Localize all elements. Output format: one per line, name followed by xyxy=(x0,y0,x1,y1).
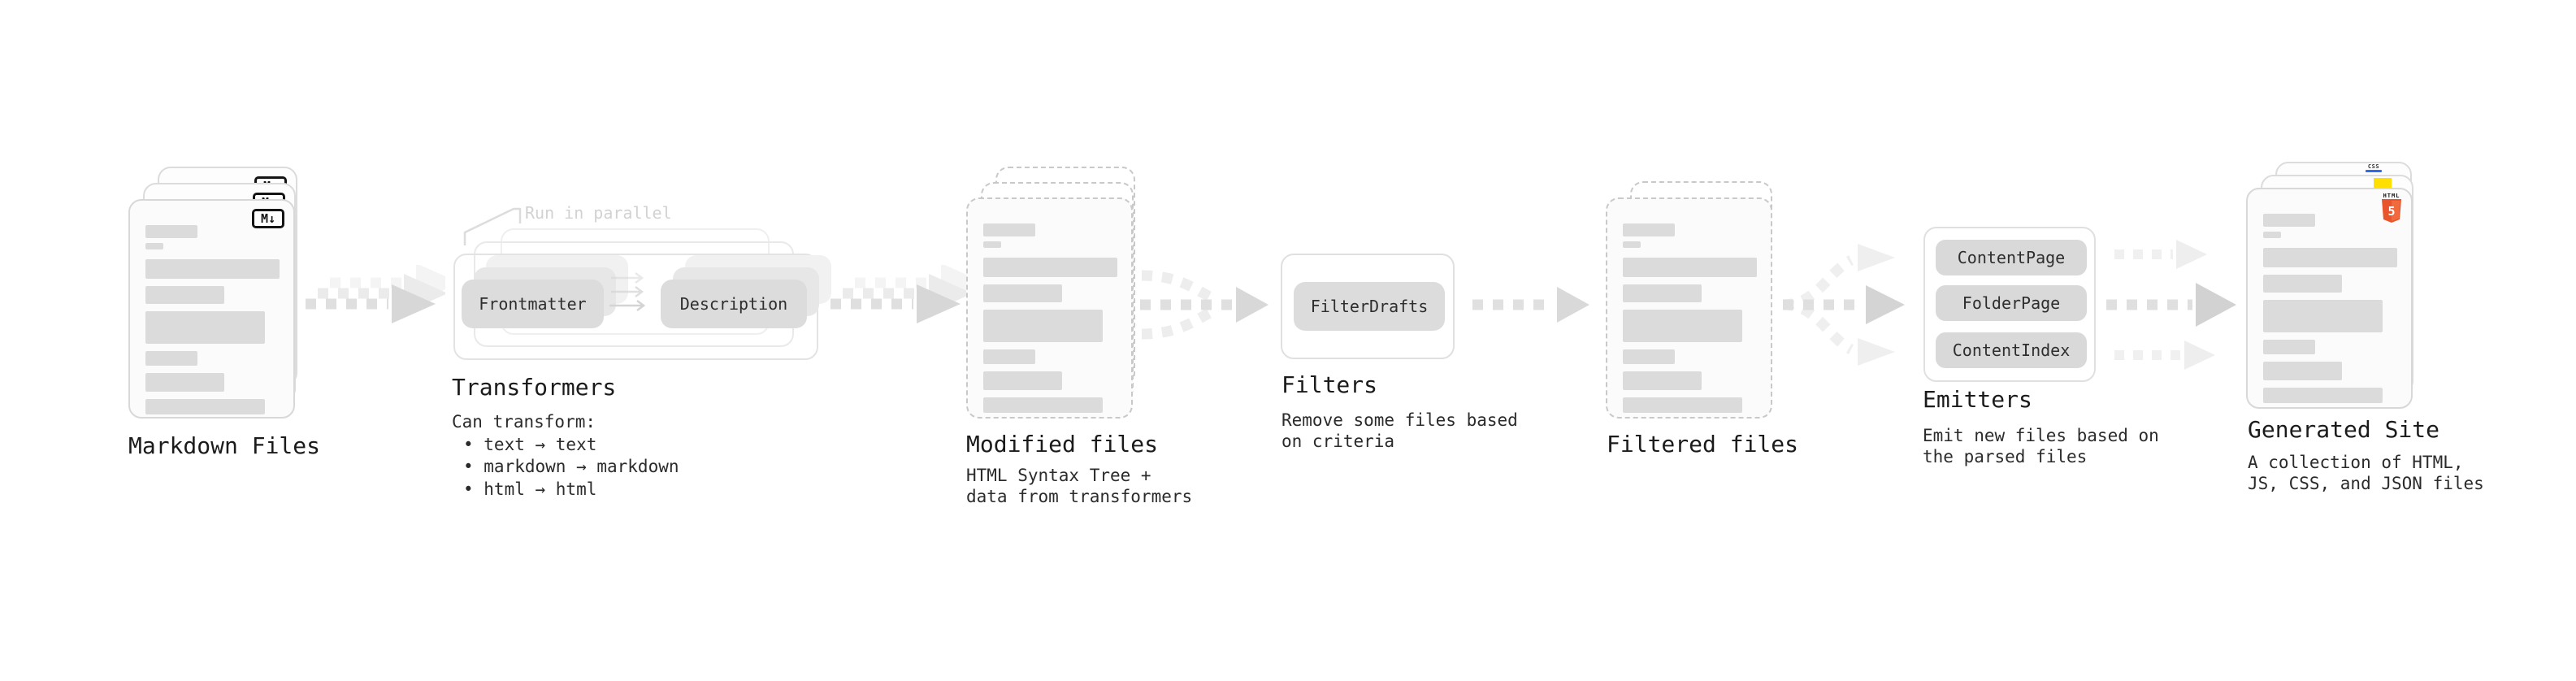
file-content-bars xyxy=(2263,214,2399,403)
filtered-files-label: Filtered files xyxy=(1607,431,1799,458)
js-icon xyxy=(2374,178,2392,188)
transform-bullet: • html → html xyxy=(463,479,597,499)
description-line: Remove some files based xyxy=(1281,410,1518,430)
frontmatter-pill: Frontmatter xyxy=(462,280,604,328)
generated-site-stack: CSS HTML 5 xyxy=(2246,162,2449,415)
description-line: the parsed files xyxy=(1923,447,2088,466)
description-line: HTML Syntax Tree + xyxy=(966,466,1151,485)
file-content-bars xyxy=(983,223,1119,413)
description-line: JS, CSS, and JSON files xyxy=(2248,474,2484,493)
css-icon: CSS xyxy=(2366,164,2382,172)
file-content-bars xyxy=(1623,223,1759,413)
emitters-box: ContentPage FolderPage ContentIndex xyxy=(1923,227,2096,382)
generated-site-description: A collection of HTML, JS, CSS, and JSON … xyxy=(2248,452,2484,494)
transform-arrows-icon xyxy=(609,272,646,311)
modified-files-label: Modified files xyxy=(966,431,1159,458)
markdown-files-stack: M↓ M↓ M↓ xyxy=(128,167,332,420)
modified-files-stack xyxy=(966,167,1169,420)
generated-site-label: Generated Site xyxy=(2248,416,2440,443)
emitter-pill-contentindex: ContentIndex xyxy=(1936,332,2087,368)
description-line: on criteria xyxy=(1281,432,1395,451)
transformers-description: Can transform: • text → text • markdown … xyxy=(452,411,679,501)
description-line: Emit new files based on xyxy=(1923,426,2159,445)
modified-files-description: HTML Syntax Tree + data from transformer… xyxy=(966,465,1192,507)
emitter-pill-folderpage: FolderPage xyxy=(1936,285,2087,321)
arrow-emitters-to-generated-icon xyxy=(2106,240,2236,370)
emitter-pill-contentpage: ContentPage xyxy=(1936,240,2087,275)
can-transform-title: Can transform: xyxy=(452,412,596,432)
arrow-filtered-to-emitters-icon xyxy=(1782,244,1905,366)
file-card: M↓ xyxy=(128,199,295,419)
file-card: HTML 5 xyxy=(2246,188,2413,409)
description-pill: Description xyxy=(661,280,807,328)
arrow-modified-to-filters-icon xyxy=(1140,270,1268,340)
callout-line xyxy=(463,207,522,245)
html5-icon: HTML 5 xyxy=(2381,193,2402,226)
arrow-filters-to-filtered-icon xyxy=(1472,287,1589,323)
file-content-bars xyxy=(145,225,281,414)
description-line: A collection of HTML, xyxy=(2248,453,2464,472)
filters-label: Filters xyxy=(1281,371,1378,398)
description-line: data from transformers xyxy=(966,487,1193,506)
html5-badge-text: HTML xyxy=(2383,193,2400,199)
filterdrafts-pill: FilterDrafts xyxy=(1294,282,1445,331)
css-badge-text: CSS xyxy=(2367,163,2380,170)
file-card xyxy=(966,197,1133,419)
arrow-transformers-to-modified-icon xyxy=(830,265,970,323)
filters-box: FilterDrafts xyxy=(1281,254,1455,359)
filtered-files-stack xyxy=(1606,181,1805,421)
transform-bullet: • text → text xyxy=(463,434,597,454)
emitters-description: Emit new files based on the parsed files xyxy=(1923,425,2159,467)
emitters-label: Emitters xyxy=(1923,386,2032,413)
arrow-markdown-to-transformers-icon xyxy=(306,265,445,323)
run-in-parallel-callout: Run in parallel xyxy=(525,203,672,223)
markdown-files-label: Markdown Files xyxy=(128,432,321,459)
file-card xyxy=(1606,197,1772,419)
html5-badge-number: 5 xyxy=(2387,204,2395,219)
markdown-icon: M↓ xyxy=(252,209,284,228)
transform-bullet: • markdown → markdown xyxy=(463,457,679,476)
transformers-label: Transformers xyxy=(452,374,617,401)
filters-description: Remove some files based on criteria xyxy=(1281,410,1518,452)
